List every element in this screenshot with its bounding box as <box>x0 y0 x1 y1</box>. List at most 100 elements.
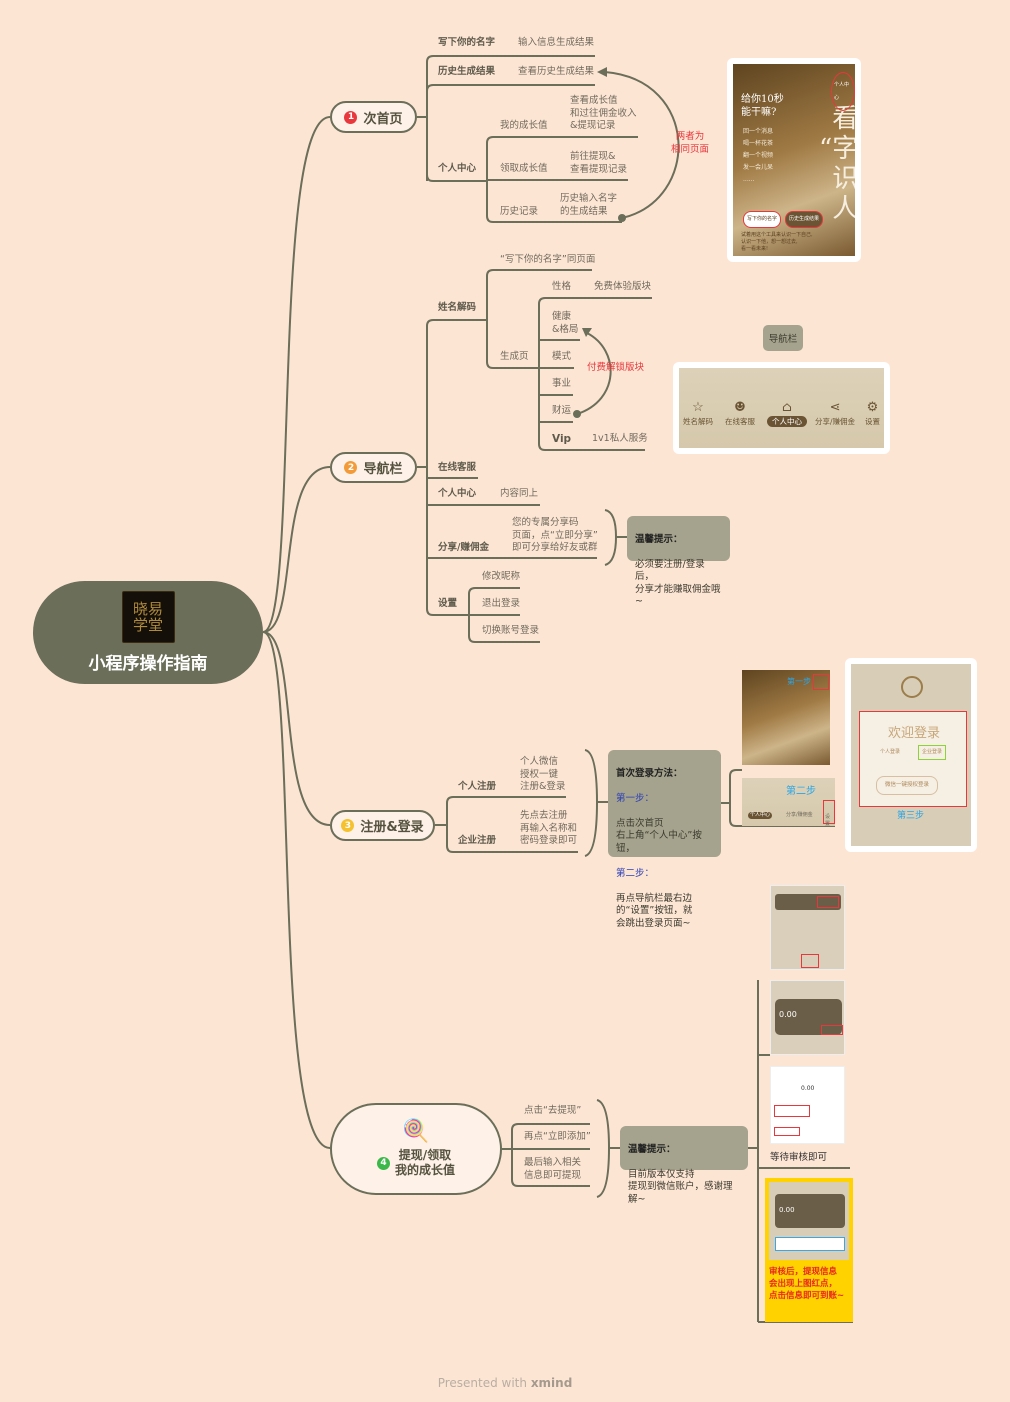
review-result-panel: 0.00 审核后，提现信息 会出现上图红点， 点击信息即可到账~ <box>765 1178 853 1322</box>
note-title: 温馨提示： <box>635 533 683 545</box>
node-career[interactable]: 事业 <box>552 378 572 389</box>
topic-withdraw[interactable]: 🍭 4 提现/领取 我的成长值 <box>330 1103 502 1195</box>
node-wealth[interactable]: 财运 <box>552 405 572 416</box>
note-step1: 第一步： <box>616 792 655 804</box>
node-click-withdraw[interactable]: 点击“去提现” <box>524 1105 582 1116</box>
number-badge: 4 <box>376 1156 390 1170</box>
headset-icon: ☻ <box>734 400 746 415</box>
shot-headline: 给你10秒 能干嘛? <box>741 94 784 118</box>
step2-screenshot: 第二步 个人中心 分享/赚佣金 设置 <box>742 778 835 826</box>
node-settings[interactable]: 设置 <box>438 598 458 609</box>
nav-name-decode: ☆姓名解码 <box>683 400 713 427</box>
nav-label: 分享/赚佣金 <box>815 417 856 426</box>
node-personal-register[interactable]: 个人注册 <box>458 781 497 792</box>
node-logout[interactable]: 退出登录 <box>482 598 521 609</box>
topic-register-login[interactable]: 3 注册&登录 <box>330 810 435 841</box>
node-desc: 查看成长值 和过往佣金收入 &提现记录 <box>570 95 637 131</box>
node-history-results[interactable]: 历史生成结果 <box>438 66 496 77</box>
topic-secondary-home[interactable]: 1 次首页 <box>330 101 417 133</box>
relationship-label: 付费解锁版块 <box>587 362 645 373</box>
central-topic[interactable]: 晓易 学堂 小程序操作指南 <box>33 581 263 684</box>
gear-icon: ⚙ <box>866 400 879 415</box>
logo-seal <box>901 676 923 698</box>
topic-label: 次首页 <box>363 111 403 127</box>
welcome-title: 欢迎登录 <box>888 726 941 741</box>
node-enterprise-register[interactable]: 企业注册 <box>458 835 497 846</box>
highlight-box <box>775 1237 845 1251</box>
share-icon: ⋖ <box>829 400 841 415</box>
note-body2: 再点导航栏最右边 的“设置”按钮，就 会跳出登录页面~ <box>616 892 693 929</box>
topic-label: 提现/领取 我的成长值 <box>394 1148 455 1177</box>
node-mode[interactable]: 模式 <box>552 351 572 362</box>
number-badge: 3 <box>341 819 355 832</box>
login-method-note: 首次登录方法： 第一步： 点击次首页 右上角“个人中心”按钮， 第二步： 再点导… <box>608 750 721 929</box>
number-badge: 2 <box>344 461 358 474</box>
node-desc: 查看历史生成结果 <box>518 66 595 77</box>
note-title: 首次登录方法： <box>616 767 683 779</box>
brand-logo: 晓易 学堂 <box>121 591 175 643</box>
home-screenshot: 给你10秒 能干嘛? 回一个消息 喝一杯花茶 翻一个视频 发一会儿呆 .....… <box>727 58 861 262</box>
shot-big-text: 看 “字” 识 人 <box>819 104 855 224</box>
highlight-box <box>774 1127 800 1136</box>
note-body1: 点击次首页 右上角“个人中心”按钮， <box>616 817 702 854</box>
node-write-name[interactable]: 写下你的名字 <box>438 37 496 48</box>
node-desc: 历史输入名字 的生成结果 <box>560 193 618 217</box>
node-share[interactable]: 分享/赚佣金 <box>438 542 489 553</box>
nav-label: 设置 <box>865 417 880 426</box>
highlight-box <box>821 1025 843 1035</box>
node-same-page[interactable]: “写下你的名字”同页面 <box>500 254 596 265</box>
highlight-box <box>817 896 839 908</box>
number-badge: 1 <box>344 110 358 124</box>
withdraw-step-screenshot-1 <box>770 885 845 970</box>
balance-amount: 0.00 <box>779 1010 797 1019</box>
review-note: 审核后，提现信息 会出现上图红点， 点击信息即可到账~ <box>769 1267 845 1301</box>
node-switch-account[interactable]: 切换账号登录 <box>482 625 540 636</box>
withdraw-step-screenshot-3: 0.00 <box>770 1066 845 1144</box>
enterprise-login-option: 企业登录 <box>918 745 947 760</box>
node-vip[interactable]: Vip <box>552 433 572 445</box>
node-personality[interactable]: 性格 <box>552 281 572 292</box>
nav-service: ☻在线客服 <box>725 400 755 427</box>
topic-navbar[interactable]: 2 导航栏 <box>330 452 417 483</box>
step2-label: 第二步 <box>786 786 816 797</box>
note-title: 温馨提示： <box>628 1143 676 1155</box>
node-desc: 输入信息生成结果 <box>518 37 595 48</box>
home-icon: ⌂ <box>782 400 792 415</box>
step3-label: 第三步 <box>897 811 925 821</box>
node-name-decode[interactable]: 姓名解码 <box>438 302 477 313</box>
shot-btn-history: 历史生成结果 <box>785 211 824 228</box>
nav-personal: ⌂个人中心 <box>767 400 807 427</box>
node-click-add[interactable]: 再点“立即添加” <box>524 1131 591 1142</box>
node-my-growth[interactable]: 我的成长值 <box>500 120 548 131</box>
balance-amount: 0.00 <box>801 1085 815 1092</box>
highlight-box <box>813 674 829 690</box>
shot-foot: 试着用这个工具来认识一下自己, 认识一下他，想一想过去, 看一看未来! <box>741 232 813 252</box>
nav-label: 分享/赚佣金 <box>786 812 813 818</box>
node-desc: 前往提现& 查看提现记录 <box>570 151 628 175</box>
node-edit-nickname[interactable]: 修改昵称 <box>482 571 521 582</box>
node-desc: 1v1私人服务 <box>592 433 648 444</box>
node-personal-center[interactable]: 个人中心 <box>438 163 477 174</box>
footer-brand: xmind <box>530 1376 573 1390</box>
note-body: 必须要注册/登录后， 分享才能赚取佣金哦~ <box>635 558 721 608</box>
node-desc: 您的专属分享码 页面，点“立即分享” 即可分享给好友或群 <box>512 517 598 553</box>
node-personal-center[interactable]: 个人中心 <box>438 488 477 499</box>
footer-branding: Presented with xmind <box>0 1376 1010 1390</box>
shot-lines: 回一个消息 喝一杯花茶 翻一个视频 发一会儿呆 ...... <box>743 128 774 183</box>
node-history-record[interactable]: 历史记录 <box>500 206 539 217</box>
node-result-page[interactable]: 生成页 <box>500 351 529 362</box>
node-enter-info[interactable]: 最后输入相关 信息即可提现 <box>524 1157 582 1181</box>
step1-label: 第一步 <box>787 677 811 686</box>
node-desc: 个人微信 授权一键 注册&登录 <box>520 756 566 792</box>
nav-settings-highlight: 设置 <box>823 800 835 826</box>
tip-note: 温馨提示： 必须要注册/登录后， 分享才能赚取佣金哦~ <box>627 516 730 607</box>
nav-label: 个人中心 <box>767 416 807 427</box>
topic-label: 导航栏 <box>363 462 403 477</box>
node-online-service[interactable]: 在线客服 <box>438 462 477 473</box>
node-health[interactable]: 健康 &格局 <box>552 311 579 335</box>
logo-text: 晓易 学堂 <box>132 600 163 634</box>
screenshot-card <box>775 894 841 910</box>
node-claim-growth[interactable]: 领取成长值 <box>500 163 548 174</box>
nav-settings: ⚙ 设置 <box>865 400 880 427</box>
nav-share: ⋖ 分享/赚佣金 <box>815 400 855 427</box>
